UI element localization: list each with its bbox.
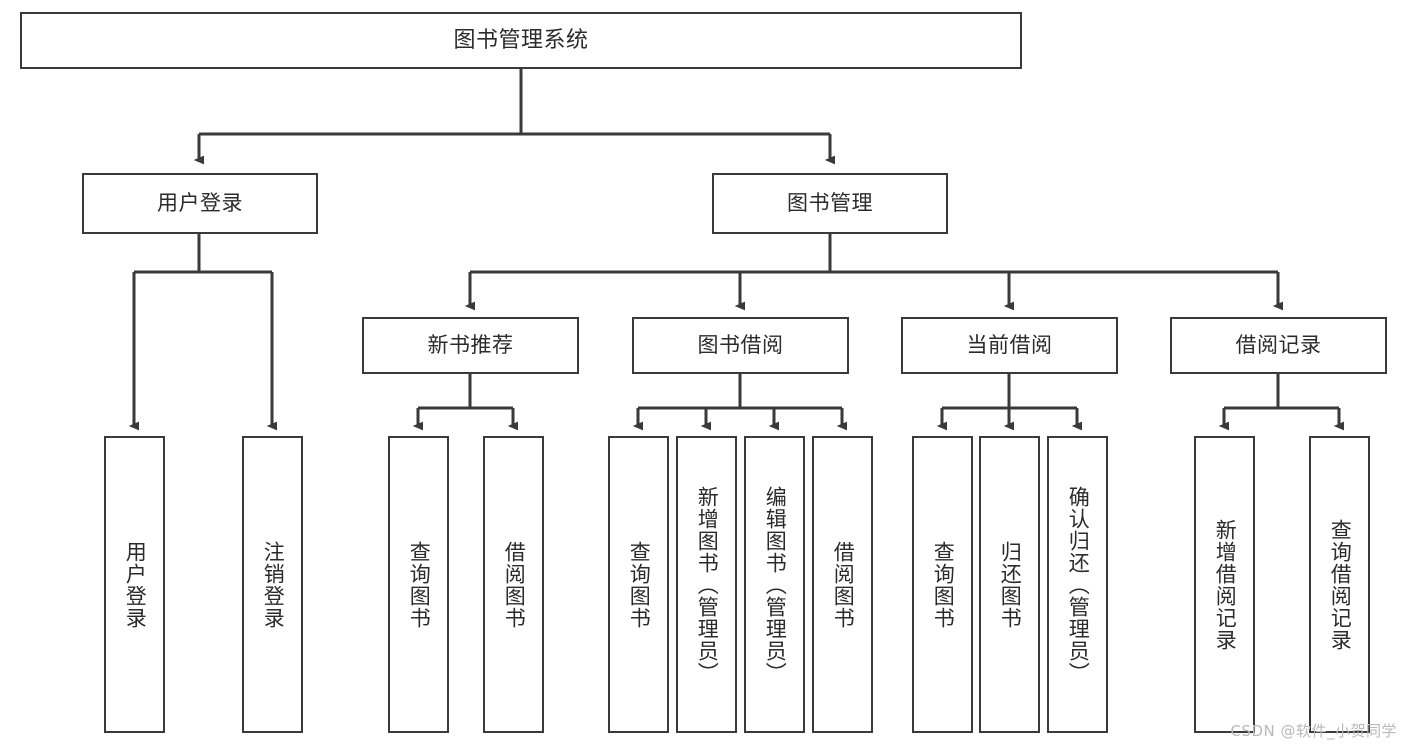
leaf-book-borrow-add-book-admin[interactable]: 新增图书（管理员）	[676, 436, 737, 733]
node-label: 编辑图书（管理员）	[763, 485, 788, 684]
node-label: 新增图书（管理员）	[695, 485, 720, 684]
node-label: 用户登录	[157, 191, 243, 216]
node-label: 查询图书	[627, 540, 652, 629]
node-label: 确认归还（管理员）	[1066, 485, 1091, 684]
leaf-new-book-query-book[interactable]: 查询图书	[388, 436, 449, 733]
node-label: 注销登录	[261, 540, 286, 629]
leaf-current-borrow-query-book[interactable]: 查询图书	[912, 436, 973, 733]
node-root-book-management-system[interactable]: 图书管理系统	[20, 12, 1022, 69]
node-label: 借阅图书	[831, 540, 856, 629]
node-label: 图书管理系统	[453, 27, 589, 53]
node-book-borrow[interactable]: 图书借阅	[632, 317, 849, 374]
node-label: 用户登录	[123, 540, 148, 629]
node-current-borrow[interactable]: 当前借阅	[901, 317, 1118, 374]
node-label: 借阅图书	[502, 540, 527, 629]
node-borrow-record[interactable]: 借阅记录	[1170, 317, 1387, 374]
node-label: 查询图书	[407, 540, 432, 629]
csdn-watermark: CSDN @软件_小贺同学	[1230, 722, 1397, 740]
leaf-book-borrow-edit-book-admin[interactable]: 编辑图书（管理员）	[744, 436, 805, 733]
node-label: 借阅记录	[1235, 333, 1322, 358]
leaf-borrow-record-add-record[interactable]: 新增借阅记录	[1194, 436, 1255, 733]
leaf-user-login-login[interactable]: 用户登录	[104, 436, 165, 733]
node-label: 当前借阅	[966, 333, 1053, 358]
leaf-current-borrow-confirm-return-admin[interactable]: 确认归还（管理员）	[1047, 436, 1108, 733]
leaf-borrow-record-query-record[interactable]: 查询借阅记录	[1309, 436, 1370, 733]
leaf-user-login-logout[interactable]: 注销登录	[242, 436, 303, 733]
node-label: 新书推荐	[427, 333, 514, 358]
node-new-book-recommend[interactable]: 新书推荐	[362, 317, 579, 374]
node-label: 查询借阅记录	[1328, 518, 1353, 651]
node-label: 图书管理	[787, 191, 873, 216]
leaf-book-borrow-borrow-book[interactable]: 借阅图书	[812, 436, 873, 733]
node-label: 归还图书	[998, 540, 1023, 629]
node-book-management[interactable]: 图书管理	[712, 173, 948, 234]
node-label: 新增借阅记录	[1213, 518, 1238, 651]
leaf-new-book-borrow-book[interactable]: 借阅图书	[483, 436, 544, 733]
leaf-current-borrow-return-book[interactable]: 归还图书	[979, 436, 1040, 733]
node-user-login[interactable]: 用户登录	[82, 173, 318, 234]
node-label: 查询图书	[931, 540, 956, 629]
node-label: 图书借阅	[697, 333, 784, 358]
leaf-book-borrow-query-book[interactable]: 查询图书	[608, 436, 669, 733]
